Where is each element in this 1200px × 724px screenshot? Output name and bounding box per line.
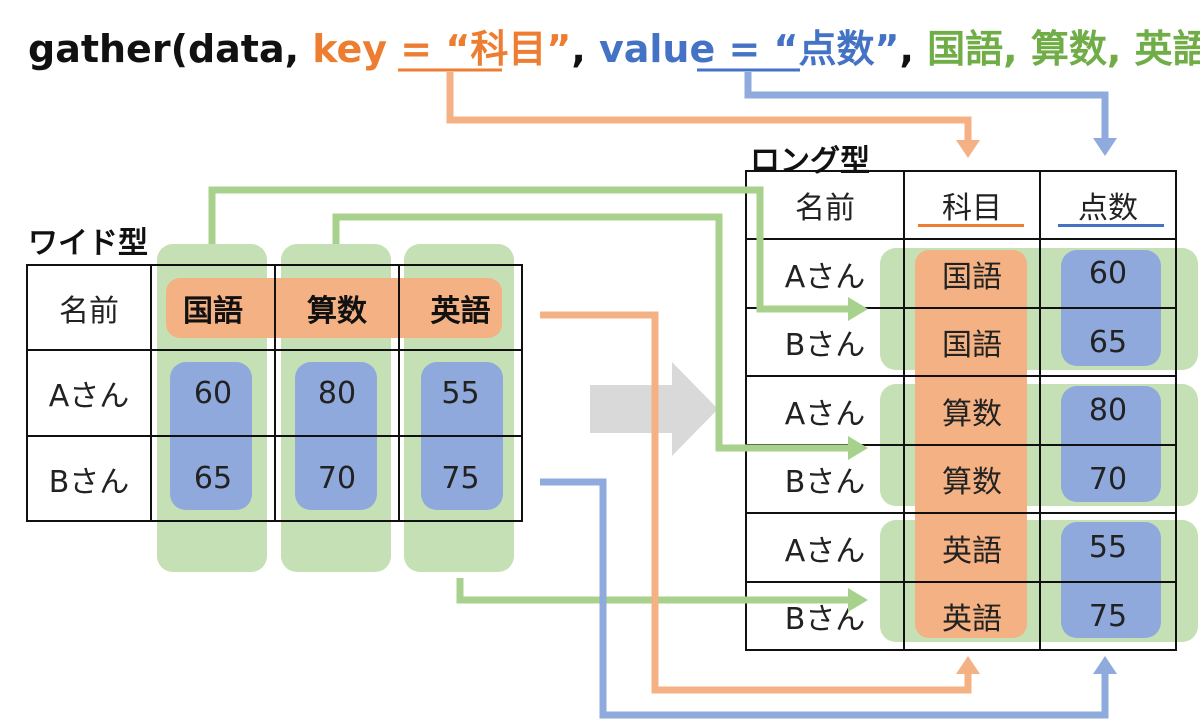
wide-grid-line xyxy=(398,264,400,522)
values-arrowhead-icon xyxy=(1093,656,1117,674)
long-header-name: 名前 xyxy=(795,191,855,226)
eigo-connector-line xyxy=(456,578,848,604)
wide-grid-line xyxy=(150,264,152,522)
headers-connector-line xyxy=(540,311,972,694)
long-grid-line xyxy=(745,581,1177,583)
long-row-name: Aさん xyxy=(784,396,866,432)
gather-formula: gather(data, key = “科目”, value = “点数”, 国… xyxy=(28,18,1200,73)
wide-row-a-kokugo: 60 xyxy=(193,375,233,411)
wide-row-a-sansu: 80 xyxy=(317,375,357,411)
long-grid-line xyxy=(745,238,1177,240)
long-row-name: Bさん xyxy=(784,328,866,363)
long-header-value-underline xyxy=(1058,224,1164,227)
sansu-connector-line xyxy=(332,213,848,452)
wide-row-b-sansu: 70 xyxy=(317,461,357,496)
wide-header-sansu: 算数 xyxy=(307,293,367,329)
wide-header-eigo: 英語 xyxy=(430,293,491,329)
formula-value: value = “点数” xyxy=(598,27,900,71)
wide-row-b-eigo: 75 xyxy=(441,461,480,496)
long-row-score: 80 xyxy=(1088,393,1128,428)
long-row-name: Aさん xyxy=(784,533,866,569)
long-grid-line xyxy=(903,170,905,651)
long-row-subject: 算数 xyxy=(942,465,1002,500)
long-row-score: 65 xyxy=(1088,324,1128,360)
eigo-arrowhead-icon xyxy=(848,588,868,612)
long-grid-line xyxy=(745,307,1177,309)
wide-header-kokugo: 国語 xyxy=(183,293,243,329)
headers-arrowhead-icon xyxy=(956,656,980,674)
long-table-title: ロング型 xyxy=(750,144,870,179)
long-row-subject: 英語 xyxy=(942,533,1002,569)
long-grid-line xyxy=(745,375,1177,377)
long-row-score: 60 xyxy=(1088,256,1128,291)
wide-row-a-eigo: 55 xyxy=(441,375,480,411)
key-arrowhead-icon xyxy=(956,140,980,158)
formula-columns: 国語, 算数, 英語 xyxy=(927,27,1200,71)
values-connector-line xyxy=(540,478,1109,719)
long-grid-line xyxy=(1175,170,1177,651)
key-connector-line xyxy=(446,72,972,140)
long-row-name: Aさん xyxy=(784,259,866,295)
sansu-arrowhead-icon xyxy=(848,436,868,460)
long-header-key-underline xyxy=(918,224,1024,227)
formula-sep-2: , xyxy=(899,27,928,71)
long-row-subject: 算数 xyxy=(942,396,1002,432)
wide-grid-line xyxy=(274,264,276,522)
wide-table-title: ワイド型 xyxy=(28,226,148,261)
long-row-subject: 英語 xyxy=(942,602,1002,637)
formula-sep-1: , xyxy=(571,27,599,71)
long-grid-line xyxy=(745,649,1177,651)
wide-grid-line xyxy=(26,264,28,522)
value-arrowhead-icon xyxy=(1093,138,1117,156)
wide-grid-line xyxy=(521,264,523,522)
kokugo-arrowhead-icon xyxy=(848,297,868,321)
long-row-score: 75 xyxy=(1088,598,1128,634)
long-row-subject: 国語 xyxy=(942,328,1002,363)
formula-key: key = “科目” xyxy=(312,27,572,71)
long-grid-line xyxy=(745,512,1177,514)
value-connector-line xyxy=(744,72,1109,138)
long-grid-line xyxy=(745,170,747,651)
long-header-subject: 科目 xyxy=(942,191,1002,226)
long-row-score: 55 xyxy=(1088,530,1128,565)
long-row-score: 70 xyxy=(1088,461,1128,497)
long-row-name: Bさん xyxy=(784,465,866,500)
long-grid-line xyxy=(745,444,1177,446)
wide-header-highlight xyxy=(166,278,502,338)
wide-header-name: 名前 xyxy=(59,293,119,329)
kokugo-connector-line xyxy=(208,186,848,313)
wide-row-b-kokugo: 65 xyxy=(193,461,233,496)
long-row-subject: 国語 xyxy=(942,259,1002,295)
wide-row-a-name: Aさん xyxy=(48,379,130,414)
long-grid-line xyxy=(1039,170,1041,651)
long-header-score: 点数 xyxy=(1078,191,1138,226)
formula-prefix: gather(data, xyxy=(28,27,313,71)
wide-row-b-name: Bさん xyxy=(48,464,130,500)
long-grid-line xyxy=(745,170,1177,172)
long-score-highlight-eigo xyxy=(1061,522,1161,638)
